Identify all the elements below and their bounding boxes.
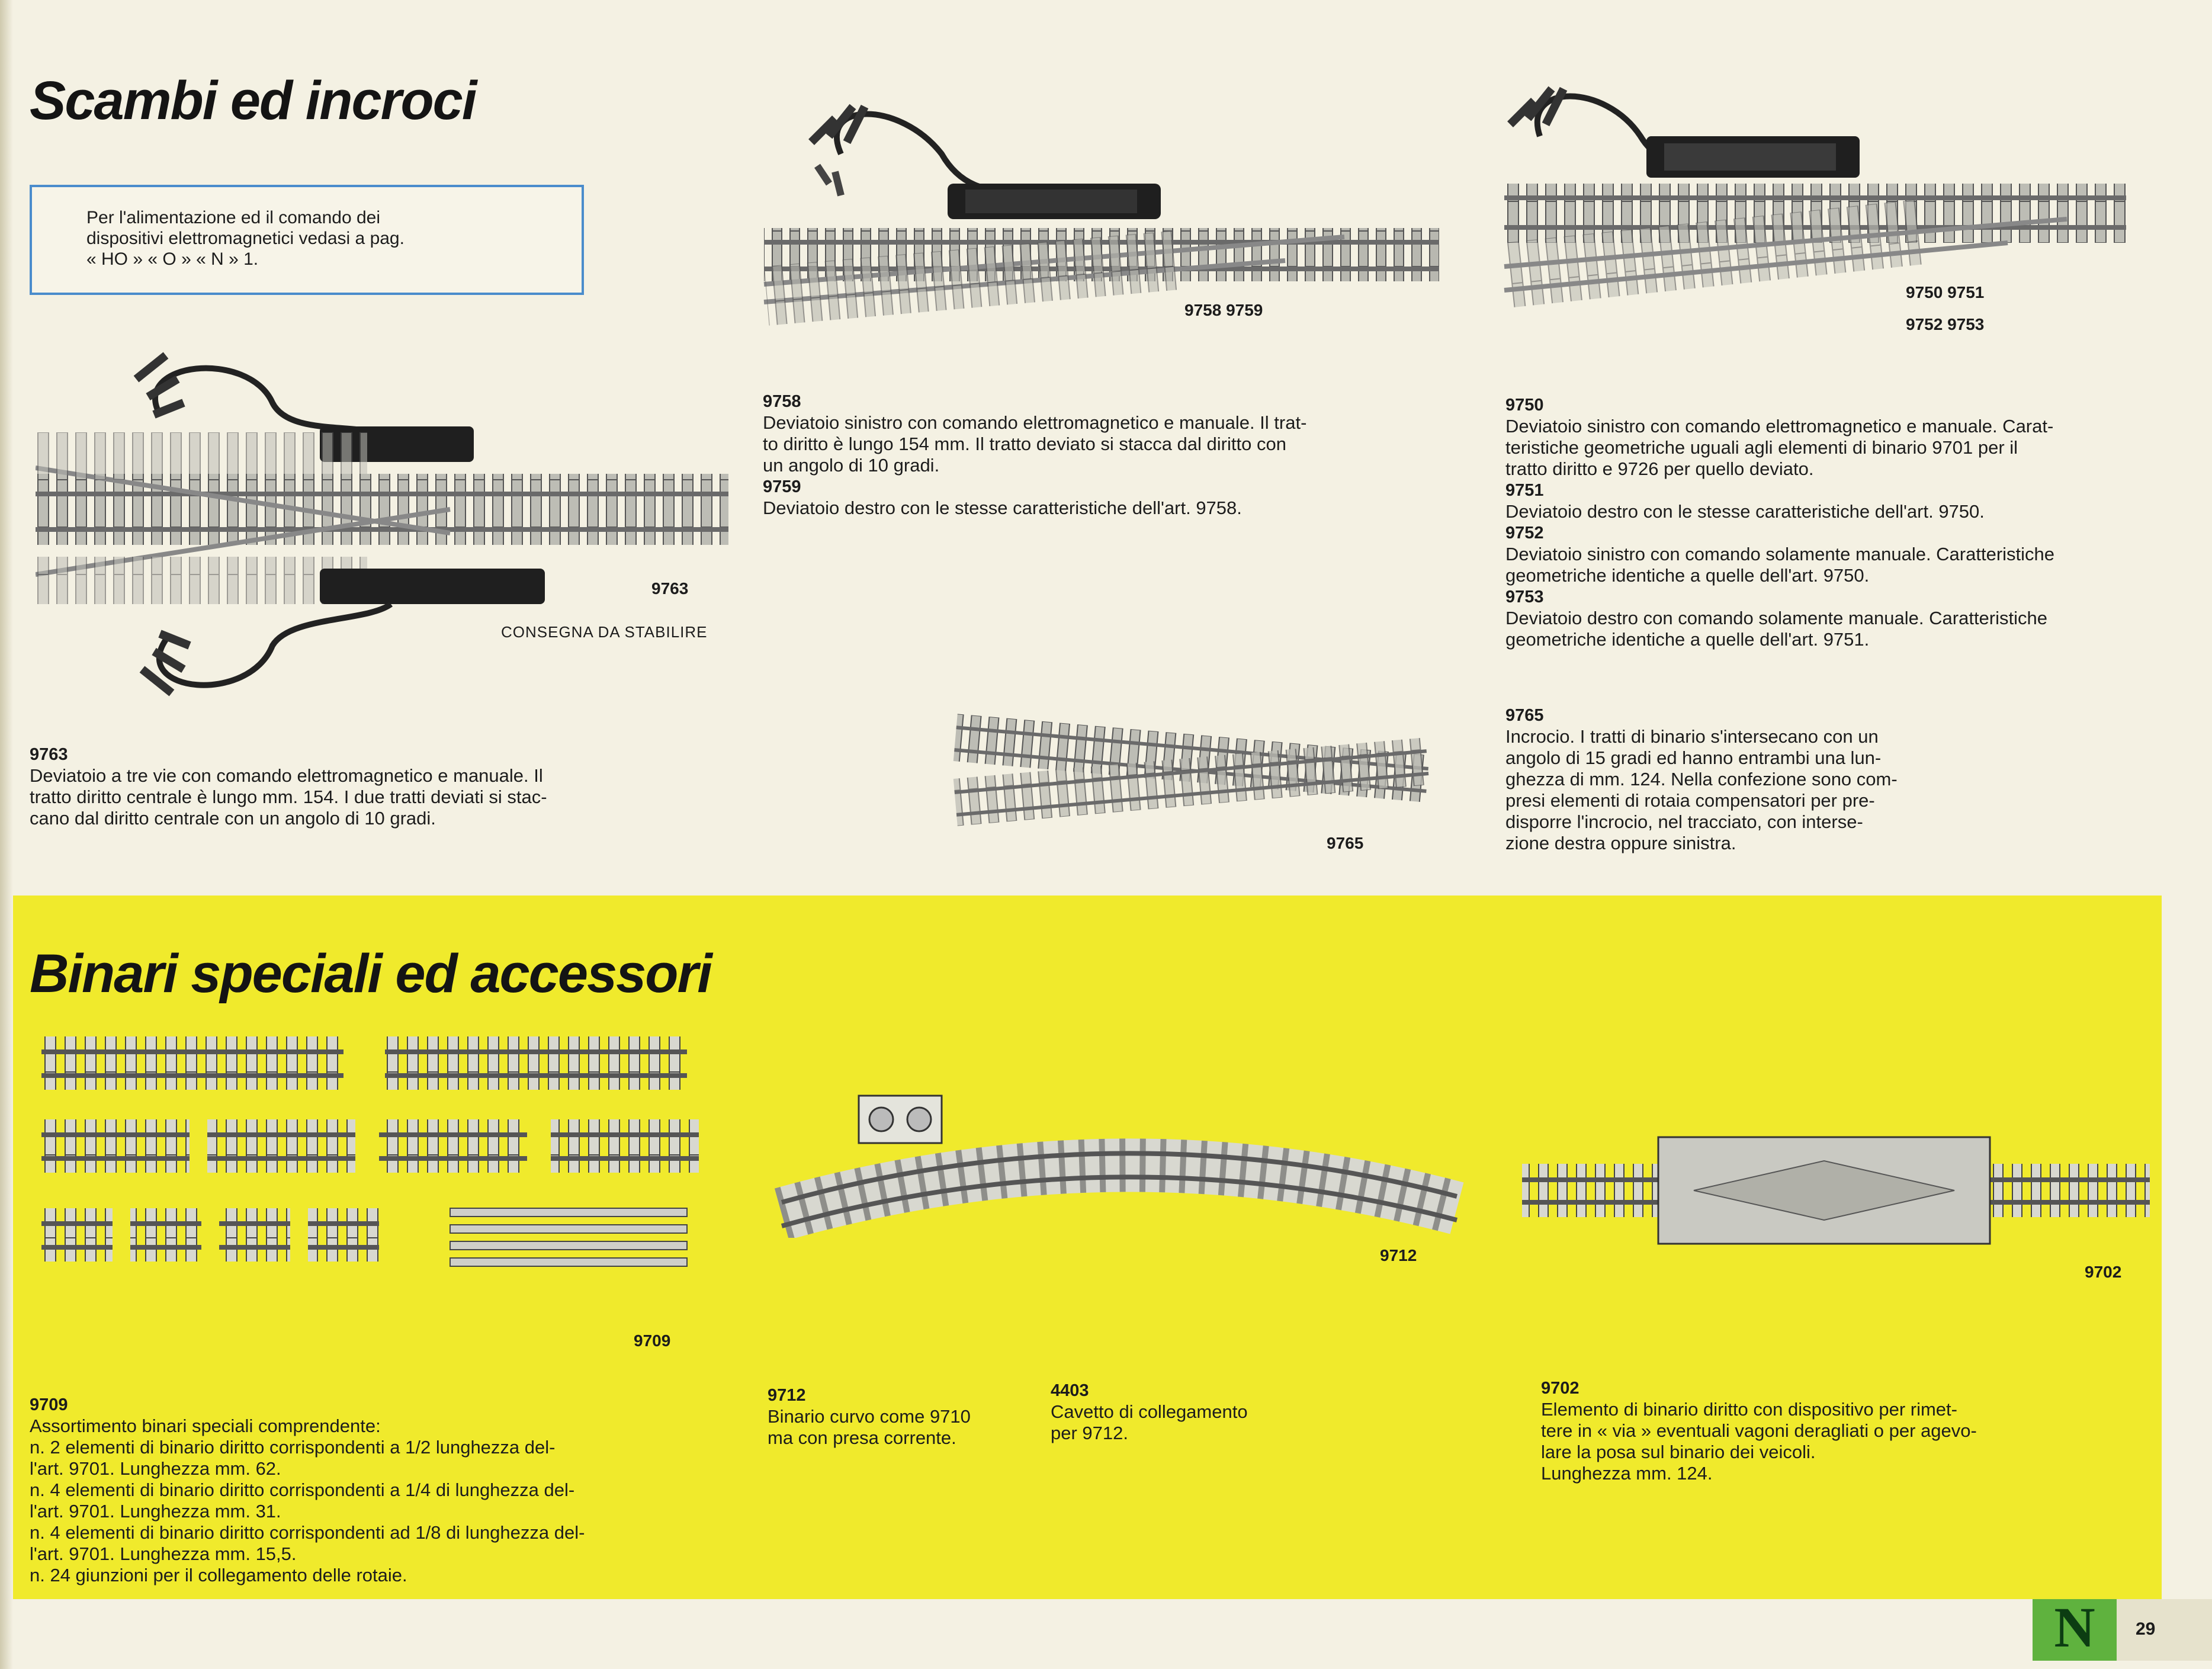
photo-track-assortment-9709 (41, 1031, 723, 1309)
section-title-scambi: Scambi ed incroci (30, 70, 477, 131)
text-line: l'art. 9701. Lunghezza mm. 31. (30, 1501, 281, 1522)
item-code: 9758 (763, 392, 801, 411)
note-line: Per l'alimentazione ed il comando dei (86, 208, 381, 227)
note-line: dispositivi elettromagnetici vedasi a pa… (86, 229, 404, 248)
photo-label-9763: 9763 (651, 579, 689, 598)
page-number: 29 (2136, 1619, 2156, 1639)
photo-label-9752-9753: 9752 9753 (1906, 315, 1985, 333)
text-line: tratto diritto e 9726 per quello deviato… (1505, 458, 1814, 479)
text-line: un angolo di 10 gradi. (763, 455, 940, 476)
photo-label-9765: 9765 (1327, 834, 1364, 852)
item-code: 9712 (768, 1386, 806, 1405)
item-9712-description: 9712 Binario curvo come 9710 ma con pres… (768, 1385, 1052, 1449)
photo-label-9712: 9712 (1380, 1246, 1417, 1264)
text-line: Deviatoio sinistro con comando elettroma… (763, 412, 1307, 433)
text-line: n. 2 elementi di binario diritto corrisp… (30, 1437, 556, 1458)
note-line: « HO » « O » « N » 1. (86, 249, 259, 269)
photo-three-way-9763 (36, 338, 734, 717)
photo-label-9750-9751: 9750 9751 (1906, 283, 1985, 301)
item-code: 9753 (1505, 588, 1544, 606)
item-9709-description: 9709 Assortimento binari speciali compre… (30, 1394, 711, 1586)
gauge-n-badge: N (2033, 1599, 2117, 1661)
text-line: tratto diritto centrale è lungo mm. 154.… (30, 787, 547, 807)
text-line: ma con presa corrente. (768, 1427, 956, 1448)
item-code: 9759 (763, 477, 801, 496)
item-4403-description: 4403 Cavetto di collegamento per 9712. (1051, 1380, 1335, 1444)
text-line: Deviatoio sinistro con comando elettroma… (1505, 416, 2054, 436)
text-line: Incrocio. I tratti di binario s'intersec… (1505, 726, 1879, 747)
power-note-box: Per l'alimentazione ed il comando dei di… (30, 185, 584, 295)
text-line: cano dal diritto centrale con un angolo … (30, 808, 436, 829)
item-code: 9765 (1505, 706, 1544, 725)
photo-curved-track-9712 (770, 1084, 1469, 1238)
photo-turnout-9750 (1487, 77, 2144, 344)
text-line: Binario curvo come 9710 (768, 1406, 971, 1427)
photo-label-9709: 9709 (634, 1331, 671, 1350)
text-line: l'art. 9701. Lunghezza mm. 15,5. (30, 1543, 297, 1564)
text-line: n. 24 giunzioni per il collegamento dell… (30, 1565, 407, 1585)
text-line: geometriche identiche a quelle dell'art.… (1505, 565, 1870, 586)
item-code: 9751 (1505, 481, 1544, 500)
text-line: presi elementi di rotaia compensatori pe… (1505, 790, 1875, 811)
item-9702-description: 9702 Elemento di binario diritto con dis… (1541, 1378, 2110, 1484)
item-code: 4403 (1051, 1381, 1089, 1400)
text-line: n. 4 elementi di binario diritto corrisp… (30, 1479, 575, 1500)
page-number-tab (2117, 1599, 2212, 1661)
text-line: ghezza di mm. 124. Nella confezione sono… (1505, 769, 1898, 789)
item-9758-description: 9758 Deviatoio sinistro con comando elet… (763, 391, 1432, 519)
text-line: Assortimento binari speciali comprendent… (30, 1416, 381, 1436)
item-code: 9702 (1541, 1379, 1579, 1398)
text-line: Deviatoio sinistro con comando solamente… (1505, 544, 2055, 564)
text-line: per 9712. (1051, 1423, 1128, 1443)
text-line: Elemento di binario diritto con disposit… (1541, 1399, 1957, 1420)
item-code: 9750 (1505, 396, 1544, 415)
photo-turnout-9758 (752, 89, 1445, 361)
text-line: Cavetto di collegamento (1051, 1401, 1248, 1422)
delivery-tbd-label: CONSEGNA DA STABILIRE (501, 623, 708, 641)
text-line: lare la posa sul binario dei veicoli. (1541, 1442, 1816, 1462)
text-line: teristiche geometriche uguali agli eleme… (1505, 437, 2018, 458)
text-line: to diritto è lungo 154 mm. Il tratto dev… (763, 434, 1286, 454)
photo-label-9758-9759: 9758 9759 (1184, 301, 1263, 319)
text-line: zione destra oppure sinistra. (1505, 833, 1736, 853)
item-9765-description: 9765 Incrocio. I tratti di binario s'int… (1505, 705, 1956, 854)
text-line: angolo di 15 gradi ed hanno entrambi una… (1505, 747, 1882, 768)
text-line: disporre l'incrocio, nel tracciato, con … (1505, 811, 1863, 832)
text-line: n. 4 elementi di binario diritto corrisp… (30, 1522, 585, 1543)
text-line: Deviatoio destro con le stesse caratteri… (1505, 501, 1985, 522)
item-code: 9763 (30, 745, 68, 764)
text-line: Deviatoio destro con comando solamente m… (1505, 608, 2047, 628)
item-9763-description: 9763 Deviatoio a tre vie con comando ele… (30, 744, 711, 829)
item-code: 9709 (30, 1395, 68, 1414)
text-line: Deviatoio destro con le stesse caratteri… (763, 498, 1242, 518)
photo-crossing-9765 (948, 699, 1433, 841)
text-line: geometriche identiche a quelle dell'art.… (1505, 629, 1870, 650)
page-binding-edge (0, 0, 13, 1669)
text-line: tere in « via » eventuali vagoni deragli… (1541, 1420, 1977, 1441)
photo-rerailer-9702 (1516, 1125, 2162, 1256)
section-title-binari: Binari speciali ed accessori (30, 943, 712, 1004)
item-9750-description: 9750 Deviatoio sinistro con comando elet… (1505, 394, 2163, 650)
text-line: Lunghezza mm. 124. (1541, 1463, 1713, 1484)
text-line: l'art. 9701. Lunghezza mm. 62. (30, 1458, 281, 1479)
text-line: Deviatoio a tre vie con comando elettrom… (30, 765, 543, 786)
photo-label-9702: 9702 (2085, 1263, 2122, 1281)
item-code: 9752 (1505, 524, 1544, 543)
